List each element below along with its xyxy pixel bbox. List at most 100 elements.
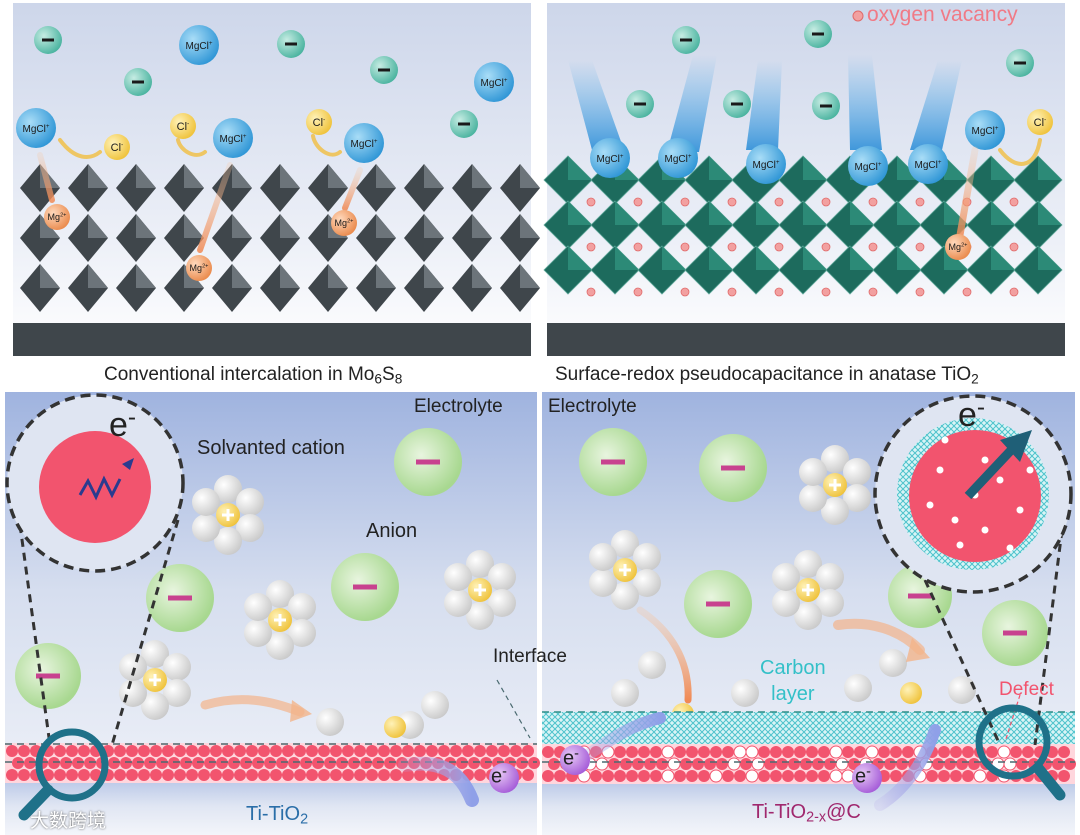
tio2-particle xyxy=(204,757,216,769)
chloride-label: Cl- xyxy=(1034,117,1047,129)
tio2-particle xyxy=(66,769,78,781)
tio2-particle xyxy=(480,757,492,769)
oxygen-vacancy xyxy=(868,287,878,297)
solvent-molecule xyxy=(163,653,191,681)
mg-cation xyxy=(945,234,971,260)
tio2-x-particle xyxy=(896,758,908,770)
insertion-arrow xyxy=(956,146,979,239)
tio2-particle xyxy=(174,745,186,757)
mg-label: Mg2+ xyxy=(48,212,67,222)
solvent-molecule xyxy=(633,543,661,571)
electrode-subscript: 2-x xyxy=(806,809,827,826)
tio2-x-particle xyxy=(938,746,950,758)
tio2-particle xyxy=(18,769,30,781)
defect-site xyxy=(709,769,723,783)
anion-minus-sign xyxy=(353,584,377,590)
oxygen-vacancy xyxy=(915,197,925,207)
cation-plus-v xyxy=(153,674,157,686)
tio2-particle xyxy=(210,769,222,781)
cation-plus-v xyxy=(833,479,837,491)
tio2-x-particle xyxy=(824,758,836,770)
tio2-particle xyxy=(246,769,258,781)
tio2-particle xyxy=(150,745,162,757)
migration-arrowhead xyxy=(906,638,930,662)
tio2-x-particle xyxy=(740,758,752,770)
tio2-x-particle xyxy=(620,758,632,770)
tio2-x-particle xyxy=(968,758,980,770)
tio2-particle xyxy=(114,745,126,757)
oxygen-vacancy xyxy=(633,197,643,207)
tio2-particle xyxy=(294,769,306,781)
solvent-molecule xyxy=(466,602,494,630)
mo6s8-cube-face xyxy=(184,214,204,238)
mgcl-label: MgCl+ xyxy=(855,161,882,173)
tio2-x-particle xyxy=(842,746,854,758)
tio2-octahedron-face xyxy=(803,201,827,225)
tio2-particle xyxy=(342,745,354,757)
tio2-x-particle xyxy=(854,746,866,758)
tio2-octahedron-face xyxy=(991,246,1015,270)
mo6s8-cube-face xyxy=(376,214,396,238)
tio2-particle xyxy=(198,769,210,781)
tio2-particle xyxy=(162,745,174,757)
electrolyte-species xyxy=(15,428,516,739)
adsorption-beam xyxy=(746,60,782,150)
tio2-particle xyxy=(216,757,228,769)
tio2-x-particle xyxy=(758,770,770,782)
watermark-text: 大数跨境 xyxy=(30,811,107,832)
defect-dot xyxy=(941,436,949,444)
anion-minus-sign xyxy=(812,32,824,36)
tio2-particle xyxy=(378,769,390,781)
electrolyte-species xyxy=(579,428,1048,725)
caption-text: Conventional intercalation in Mo xyxy=(104,364,375,385)
electrode-subscript: 2 xyxy=(300,811,309,828)
tio2-x-particle xyxy=(806,770,818,782)
tio2-particle xyxy=(306,745,318,757)
ion-layer: MgCl+MgCl+MgCl+MgCl+MgCl+MgCl+Cl-Mg2+ xyxy=(590,20,1053,260)
tio2-x-particle xyxy=(698,770,710,782)
mo6s8-cube-face xyxy=(280,264,300,288)
mo6s8-cube-face xyxy=(376,264,396,288)
oxygen-vacancy xyxy=(586,242,596,252)
defect-dot xyxy=(956,541,964,549)
tio2-particle xyxy=(282,769,294,781)
electrode-text: Ti-TiO xyxy=(246,803,301,825)
tio2-octahedron-face xyxy=(897,201,921,225)
label-electrolyte-left: Electrolyte xyxy=(414,396,503,417)
mo6s8-cube-face xyxy=(472,214,492,238)
tio2-octahedron-face xyxy=(850,246,874,270)
cation-plus-v xyxy=(278,614,282,626)
mg-label: Mg2+ xyxy=(335,218,354,228)
tio2-particle xyxy=(252,757,264,769)
oxygen-vacancy xyxy=(586,287,596,297)
tio2-particle xyxy=(126,745,138,757)
tio2-x-particle xyxy=(800,758,812,770)
mo6s8-cube-face xyxy=(232,264,252,288)
mgcl-label: MgCl+ xyxy=(351,138,378,150)
tio2-octahedron-face xyxy=(615,201,639,225)
ion-layer: MgCl+MgCl+MgCl+MgCl+MgCl+Cl-Cl-Cl-Mg2+Mg… xyxy=(16,25,514,281)
mo6s8-cube-face xyxy=(472,164,492,188)
substrate xyxy=(542,784,1075,835)
tio2-octahedron-face xyxy=(756,246,780,270)
current-collector xyxy=(547,323,1065,356)
electron-particle xyxy=(560,745,590,775)
solvent-molecule xyxy=(816,589,844,617)
insertion-arrow xyxy=(197,162,233,253)
caption-text: Surface-redox pseudocapacitance in anata… xyxy=(555,364,972,385)
mo6s8-cube-face xyxy=(232,164,252,188)
tio2-particle xyxy=(372,757,384,769)
current-collector xyxy=(13,323,531,356)
tio2-particle xyxy=(78,745,90,757)
mgcl-cation xyxy=(908,144,948,184)
defect-site xyxy=(667,757,681,771)
defect-dot xyxy=(926,501,934,509)
tio2-x-particle xyxy=(614,746,626,758)
wavy-electron-arrowhead xyxy=(122,458,134,470)
anion-minus-sign xyxy=(721,465,745,471)
solvent-molecule xyxy=(236,488,264,516)
curved-arrow xyxy=(998,138,1042,166)
label-electron-right-2: e- xyxy=(855,764,871,788)
anion-minus-sign xyxy=(168,595,192,601)
tio2-x-particle xyxy=(770,746,782,758)
